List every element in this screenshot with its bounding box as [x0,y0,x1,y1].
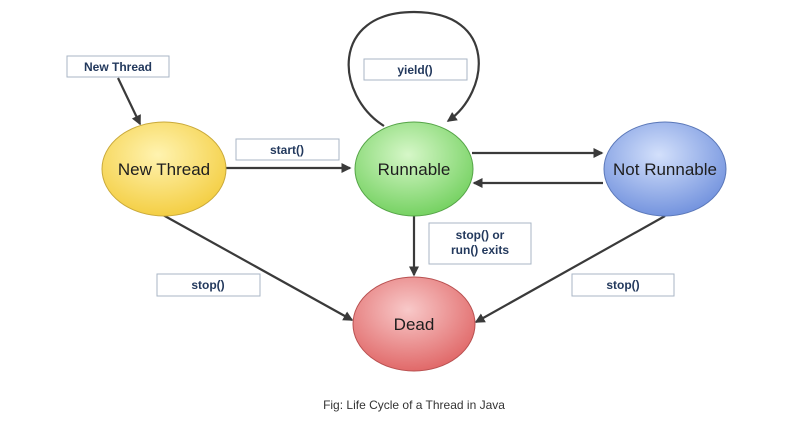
nodes: New Thread Runnable Not Runnable Dead [101,121,727,372]
node-runnable-label: Runnable [378,160,451,179]
entry-label-text: New Thread [84,60,152,74]
stop-or-run-exits-label: stop() or run() exits [428,222,532,265]
yield-loop-arrow [347,10,480,127]
start-label-text: start() [270,143,304,157]
node-not-runnable-label: Not Runnable [613,160,717,179]
new-thread-to-dead-arrow [162,214,354,321]
entry-arrow [117,77,141,126]
stop-left-label: stop() [156,273,261,297]
edge-labels: New Thread yield() start() stop() or run… [66,55,675,297]
stop-right-label-text: stop() [606,278,639,292]
run-exits-label-text: run() exits [451,243,509,257]
node-not-runnable: Not Runnable [603,121,727,217]
node-new-thread-label: New Thread [118,160,210,179]
node-dead: Dead [352,276,476,372]
stop-right-label: stop() [571,273,675,297]
stop-or-label-text: stop() or [456,228,505,242]
yield-label: yield() [363,58,468,81]
entry-label: New Thread [66,55,170,78]
start-label: start() [235,138,340,161]
node-runnable: Runnable [354,121,474,217]
figure-caption: Fig: Life Cycle of a Thread in Java [323,398,505,412]
yield-label-text: yield() [397,63,432,77]
not-runnable-to-dead-arrow [474,215,666,323]
node-dead-label: Dead [394,315,435,334]
stop-left-label-text: stop() [191,278,224,292]
edges [117,10,666,323]
node-new-thread: New Thread [101,121,227,217]
